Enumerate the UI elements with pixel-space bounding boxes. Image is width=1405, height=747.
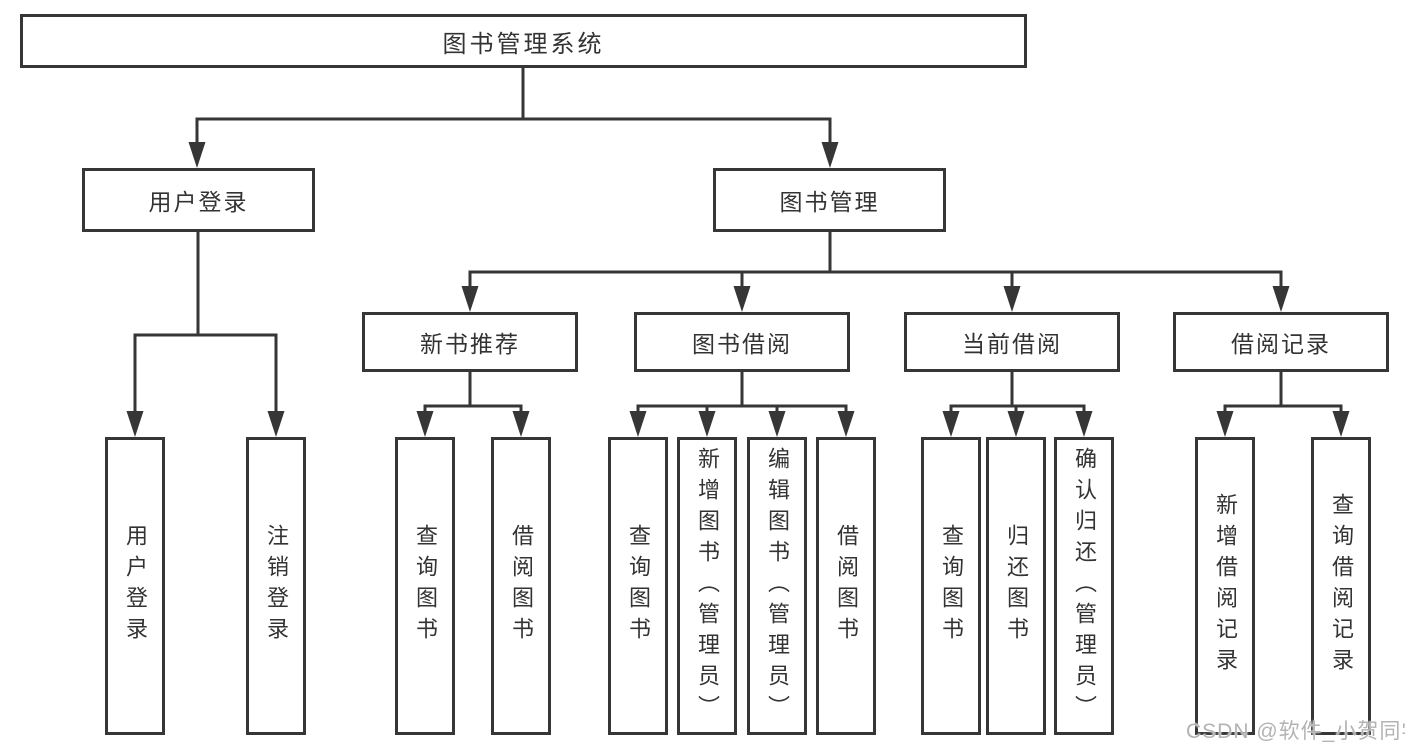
node-leaf-logout-label: 注销登录 bbox=[264, 524, 289, 648]
node-leaf-record-add-label: 新增借阅记录 bbox=[1213, 493, 1238, 679]
node-new-book-rec-label: 新书推荐 bbox=[420, 331, 520, 357]
node-root-label: 图书管理系统 bbox=[442, 30, 605, 58]
node-leaf-borrow-edit-book: 编辑图书（管理员） bbox=[747, 437, 807, 735]
node-leaf-current-return-book-label: 归还图书 bbox=[1004, 524, 1029, 648]
node-leaf-borrow-query-book-label: 查询图书 bbox=[626, 524, 651, 648]
node-leaf-current-confirm-return-label: 确认归还（管理员） bbox=[1072, 446, 1097, 726]
node-leaf-borrow-borrow-book: 借阅图书 bbox=[816, 437, 876, 735]
node-book-mgmt: 图书管理 bbox=[713, 168, 946, 232]
node-current-borrow: 当前借阅 bbox=[904, 312, 1120, 372]
connector-book-borrow-to-leaves bbox=[629, 372, 855, 437]
node-leaf-borrow-query-book: 查询图书 bbox=[608, 437, 668, 735]
node-leaf-record-query: 查询借阅记录 bbox=[1311, 437, 1371, 735]
node-user-login-label: 用户登录 bbox=[148, 189, 249, 215]
csdn-watermark: CSDN @软件_小贺同学 bbox=[1186, 720, 1405, 743]
node-leaf-current-return-book: 归还图书 bbox=[986, 437, 1046, 735]
connector-new-book-rec-to-leaves bbox=[416, 372, 530, 437]
node-root: 图书管理系统 bbox=[20, 14, 1027, 68]
connector-current-borrow-to-leaves bbox=[942, 372, 1093, 437]
node-leaf-record-query-label: 查询借阅记录 bbox=[1329, 493, 1354, 679]
connector-book-mgmt-to-modules bbox=[461, 232, 1290, 312]
node-leaf-rec-query-book-label: 查询图书 bbox=[413, 524, 438, 648]
connector-root-to-level2 bbox=[188, 68, 839, 168]
node-book-borrow-label: 图书借阅 bbox=[692, 331, 792, 357]
node-user-login: 用户登录 bbox=[82, 168, 315, 232]
node-leaf-logout: 注销登录 bbox=[246, 437, 306, 735]
node-leaf-borrow-add-book-label: 新增图书（管理员） bbox=[695, 446, 720, 726]
connector-borrow-record-to-leaves bbox=[1216, 372, 1350, 437]
node-leaf-rec-query-book: 查询图书 bbox=[395, 437, 455, 735]
node-current-borrow-label: 当前借阅 bbox=[962, 331, 1062, 357]
node-leaf-rec-borrow-book: 借阅图书 bbox=[491, 437, 551, 735]
node-leaf-current-query-book-label: 查询图书 bbox=[939, 524, 964, 648]
node-new-book-rec: 新书推荐 bbox=[362, 312, 578, 372]
node-leaf-rec-borrow-book-label: 借阅图书 bbox=[509, 524, 534, 648]
node-leaf-borrow-edit-book-label: 编辑图书（管理员） bbox=[765, 446, 790, 726]
node-leaf-record-add: 新增借阅记录 bbox=[1195, 437, 1255, 735]
node-leaf-borrow-borrow-book-label: 借阅图书 bbox=[834, 524, 859, 648]
node-book-mgmt-label: 图书管理 bbox=[779, 189, 880, 215]
node-borrow-record: 借阅记录 bbox=[1173, 312, 1389, 372]
node-leaf-current-query-book: 查询图书 bbox=[921, 437, 981, 735]
node-borrow-record-label: 借阅记录 bbox=[1231, 331, 1331, 357]
node-book-borrow: 图书借阅 bbox=[634, 312, 850, 372]
node-leaf-current-confirm-return: 确认归还（管理员） bbox=[1054, 437, 1114, 735]
connector-user-login-to-leaves bbox=[126, 232, 285, 437]
node-leaf-borrow-add-book: 新增图书（管理员） bbox=[677, 437, 737, 735]
node-leaf-user-login: 用户登录 bbox=[105, 437, 165, 735]
node-leaf-user-login-label: 用户登录 bbox=[123, 524, 148, 648]
